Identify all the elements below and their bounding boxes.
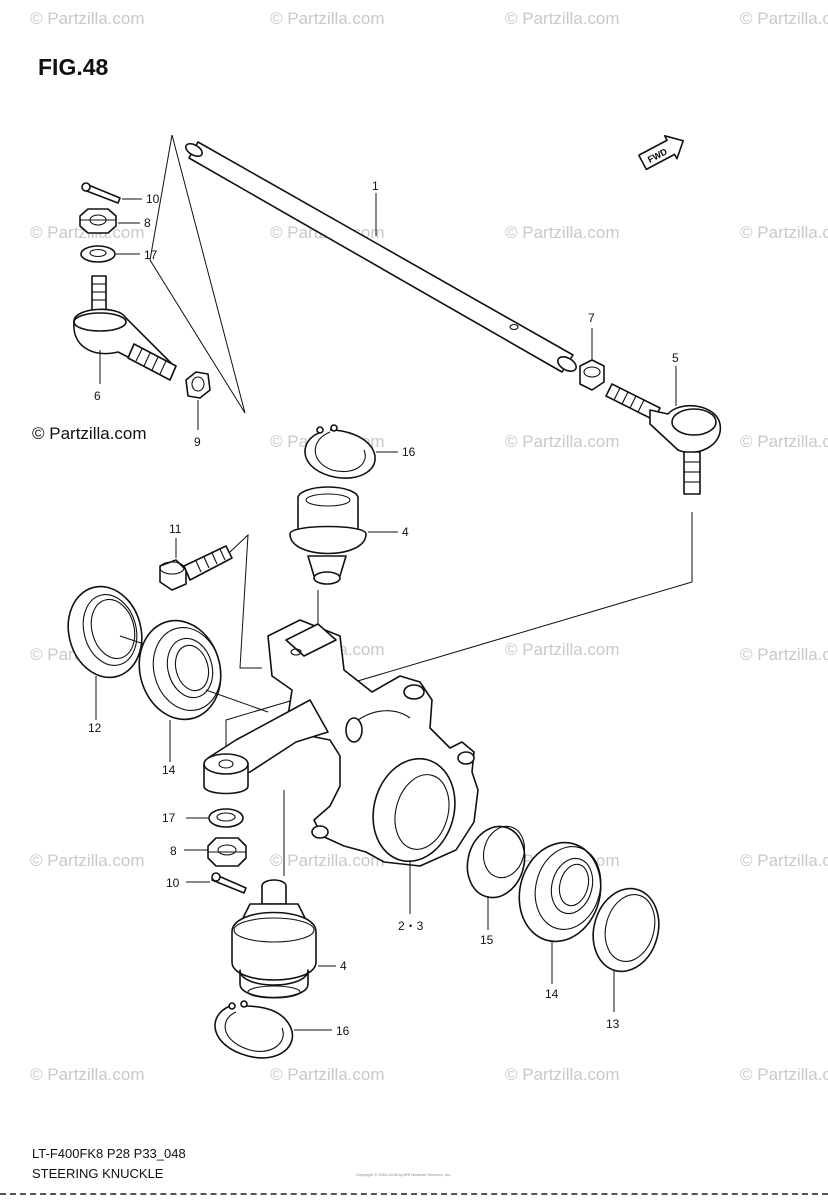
assembly-leader [225, 512, 693, 760]
oil-seal-part-12[interactable] [58, 578, 151, 686]
watermark: © Partzilla.com [505, 1065, 620, 1084]
callout-14: 14 [162, 763, 176, 777]
callout-7: 7 [588, 311, 595, 325]
watermark: © Partzilla.com [270, 9, 385, 28]
watermark: © Partzilla.com [505, 432, 620, 451]
circlip-part-16[interactable] [304, 424, 376, 479]
watermark: © Partzilla.com [270, 851, 385, 870]
callout-4-lower: 4 [340, 959, 347, 973]
callout-10: 10 [146, 192, 160, 206]
fwd-arrow-icon: FWD [638, 135, 684, 171]
knuckle-arm-boss [203, 753, 249, 795]
washer-part-17-lower[interactable] [208, 808, 244, 828]
tie-rod-end-part-5[interactable] [605, 383, 722, 495]
cotter-pin-part-10-lower[interactable] [211, 872, 247, 894]
tie-rod-part-1[interactable] [184, 141, 579, 374]
callout-4: 4 [402, 525, 409, 539]
callout-16: 16 [402, 445, 416, 459]
callout-8-lower: 8 [170, 844, 177, 858]
callout-2-3: 2・3 [398, 919, 424, 933]
callout-1: 1 [372, 179, 379, 193]
partzilla-link[interactable]: © Partzilla.com [32, 424, 147, 443]
watermark-layer: © Partzilla.com © Partzilla.com © Partzi… [30, 9, 828, 1084]
castle-nut-part-8[interactable] [79, 208, 117, 234]
model-code: LT-F400FK8 P28 P33_048 [32, 1146, 186, 1161]
bearing-part-14[interactable] [128, 611, 231, 728]
figure-subtitle: STEERING KNUCKLE [32, 1166, 164, 1181]
castle-nut-part-8-lower[interactable] [207, 837, 247, 867]
watermark: © Partzilla.com [505, 223, 620, 242]
bolt-part-11[interactable] [159, 545, 233, 591]
oil-seal-part-13[interactable] [584, 881, 668, 979]
watermark: © Partzilla.com [505, 9, 620, 28]
watermark: © Partzilla.com [740, 9, 828, 28]
lock-nut-part-7[interactable] [579, 359, 605, 391]
bearing-part-14-right[interactable] [508, 833, 611, 950]
watermark: © Partzilla.com [30, 1065, 145, 1084]
callout-5: 5 [672, 351, 679, 365]
callout-labels: 1 10 8 17 6 9 7 5 16 11 4 12 14 17 8 10 … [88, 179, 679, 1038]
callout-16-lower: 16 [336, 1024, 350, 1038]
spacer-part-15[interactable] [460, 820, 533, 904]
copyright-notice: Copyright © 2004-2018 by ARI Network Ser… [356, 1172, 452, 1177]
watermark: © Partzilla.com [30, 9, 145, 28]
callout-17-lower: 17 [162, 811, 176, 825]
watermark: © Partzilla.com [740, 432, 828, 451]
callout-15: 15 [480, 933, 494, 947]
callout-12: 12 [88, 721, 102, 735]
watermark: © Partzilla.com [270, 1065, 385, 1084]
bolt-leader [229, 533, 262, 669]
callout-9: 9 [194, 435, 201, 449]
ball-joint-part-4[interactable] [289, 486, 367, 585]
assembly-bracket [149, 134, 246, 414]
figure-title: FIG.48 [38, 54, 109, 80]
callout-8: 8 [144, 216, 151, 230]
washer-part-17[interactable] [80, 245, 116, 263]
watermark: © Partzilla.com [30, 851, 145, 870]
callout-14-lower: 14 [545, 987, 559, 1001]
watermark: © Partzilla.com [740, 1065, 828, 1084]
callout-11: 11 [169, 522, 182, 536]
watermark: © Partzilla.com [505, 640, 620, 659]
callout-17: 17 [144, 248, 158, 262]
tie-rod-end-part-6[interactable] [73, 275, 177, 381]
steering-knuckle-part-2-3[interactable] [207, 619, 479, 871]
ball-joint-part-4-lower[interactable] [231, 879, 317, 999]
nut-part-9[interactable] [185, 371, 211, 399]
watermark: © Partzilla.com [740, 223, 828, 242]
page-border [0, 1193, 828, 1195]
callout-13: 13 [606, 1017, 620, 1031]
watermark: © Partzilla.com [740, 645, 828, 664]
watermark: © Partzilla.com [740, 851, 828, 870]
callout-10-lower: 10 [166, 876, 180, 890]
cotter-pin-part-10[interactable] [81, 182, 121, 204]
circlip-part-16-lower[interactable] [214, 1000, 294, 1059]
callout-6: 6 [94, 389, 101, 403]
